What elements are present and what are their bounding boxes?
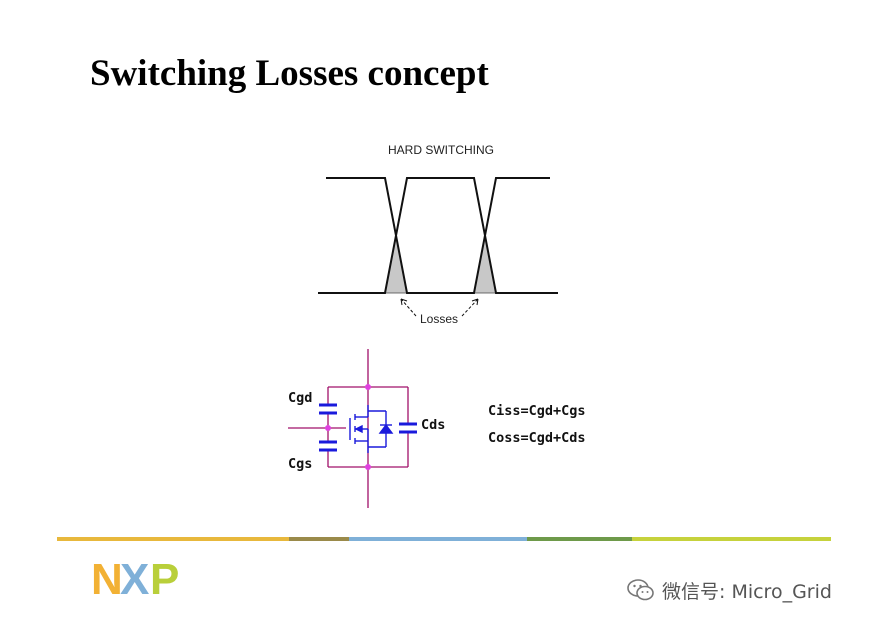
current-trace: [318, 177, 558, 294]
capacitor-cds: [399, 422, 417, 434]
footer-bar-segment: [632, 537, 831, 541]
cgs-label: Cgs: [288, 456, 312, 472]
mosfet-symbol: [349, 405, 394, 453]
footer-color-bar: [57, 537, 831, 541]
logo-letter-x: X: [120, 555, 149, 604]
losses-arrow-right: [461, 298, 479, 317]
cds-label: Cds: [421, 417, 445, 433]
watermark: 微信号: Micro_Grid: [626, 575, 832, 605]
junction-nodes: [325, 384, 371, 470]
wechat-icon: [627, 579, 654, 601]
nxp-logo: N X P: [91, 555, 179, 604]
cgd-label: Cgd: [288, 390, 312, 406]
circuit-wires: [288, 349, 409, 508]
capacitor-cgd: [319, 403, 337, 415]
footer-bar-segment: [527, 537, 632, 541]
voltage-trace: [326, 177, 550, 294]
loss-area-2: [473, 235, 497, 294]
logo-letter-p: P: [150, 555, 179, 604]
footer-bar-segment: [289, 537, 349, 541]
losses-label: Losses: [420, 312, 458, 326]
footer-bar-segment: [57, 537, 289, 541]
coss-formula: Coss=Cgd+Cds: [488, 430, 586, 446]
slide-title: Switching Losses concept: [90, 53, 489, 94]
logo-letter-n: N: [91, 555, 123, 604]
losses-arrow-left: [400, 298, 417, 317]
ciss-formula: Ciss=Cgd+Cgs: [488, 403, 586, 419]
waveform-caption: HARD SWITCHING: [388, 143, 494, 157]
switching-waveform: HARD SWITCHING Losses: [318, 143, 558, 326]
footer-bar-segment: [349, 537, 527, 541]
watermark-text: 微信号: Micro_Grid: [662, 580, 832, 603]
mosfet-circuit: Cgd Cgs Cds Ciss=Cgd+Cgs Coss=Cgd+Cds: [288, 349, 586, 508]
capacitor-cgs: [319, 440, 337, 452]
loss-area-1: [384, 235, 408, 294]
